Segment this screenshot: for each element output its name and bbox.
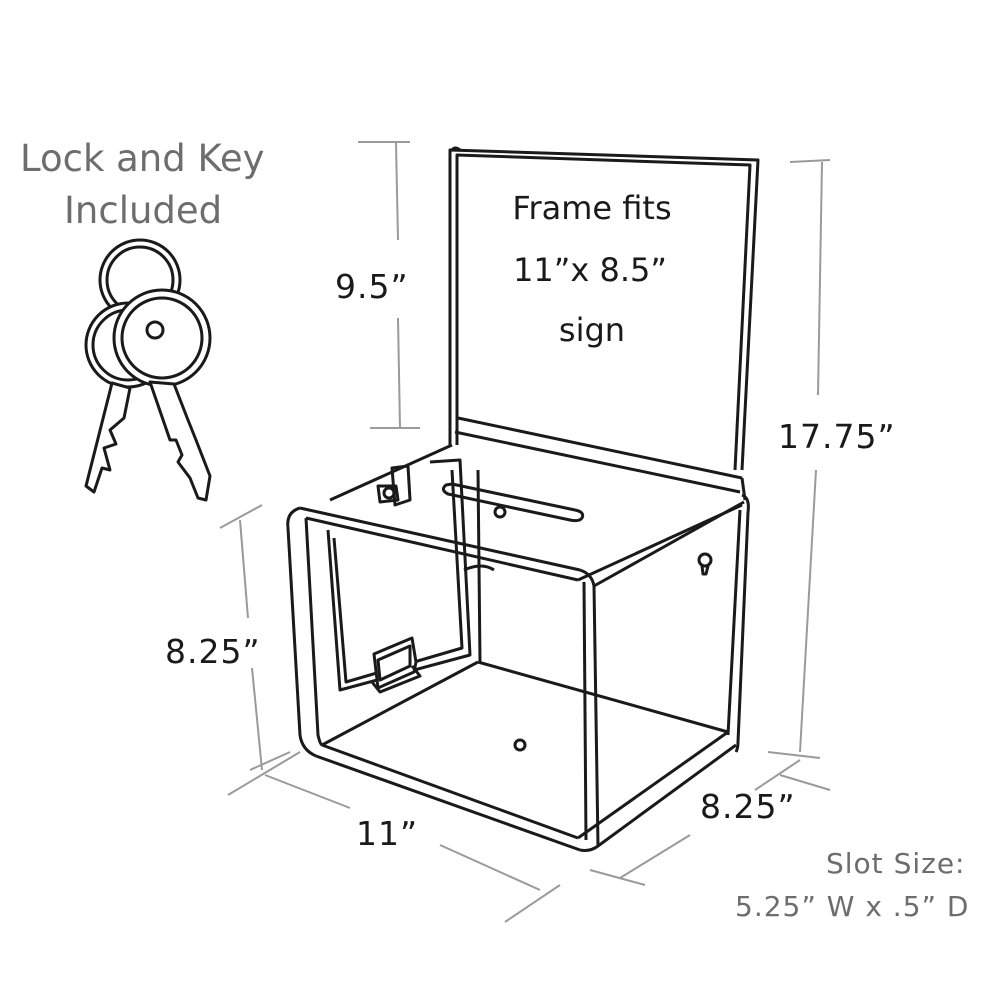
frame-note-line2: 11”x 8.5” bbox=[513, 251, 667, 289]
dimension-lines bbox=[219, 141, 831, 923]
box-height-label: 8.25” bbox=[165, 632, 261, 671]
coin-slot bbox=[441, 482, 585, 523]
frame-note-line3: sign bbox=[558, 311, 626, 349]
frame-height-label: 9.5” bbox=[335, 267, 409, 306]
keys-illustration bbox=[84, 238, 212, 502]
lock-note-line1: Lock and Key bbox=[20, 137, 265, 180]
ballot-box-illustration bbox=[286, 146, 760, 852]
slot-note-line2: 5.25” W x .5” D bbox=[735, 890, 970, 923]
lock-icon bbox=[370, 636, 422, 694]
total-height-label: 17.75” bbox=[778, 417, 896, 456]
box-depth-label: 8.25” bbox=[700, 787, 796, 826]
slot-note-line1: Slot Size: bbox=[826, 847, 966, 880]
frame-note-line1: Frame fits bbox=[512, 189, 672, 227]
lock-note-line2: Included bbox=[64, 189, 223, 232]
key-icon bbox=[112, 288, 212, 502]
box-width-label: 11” bbox=[356, 814, 419, 853]
sign-frame bbox=[448, 146, 760, 471]
